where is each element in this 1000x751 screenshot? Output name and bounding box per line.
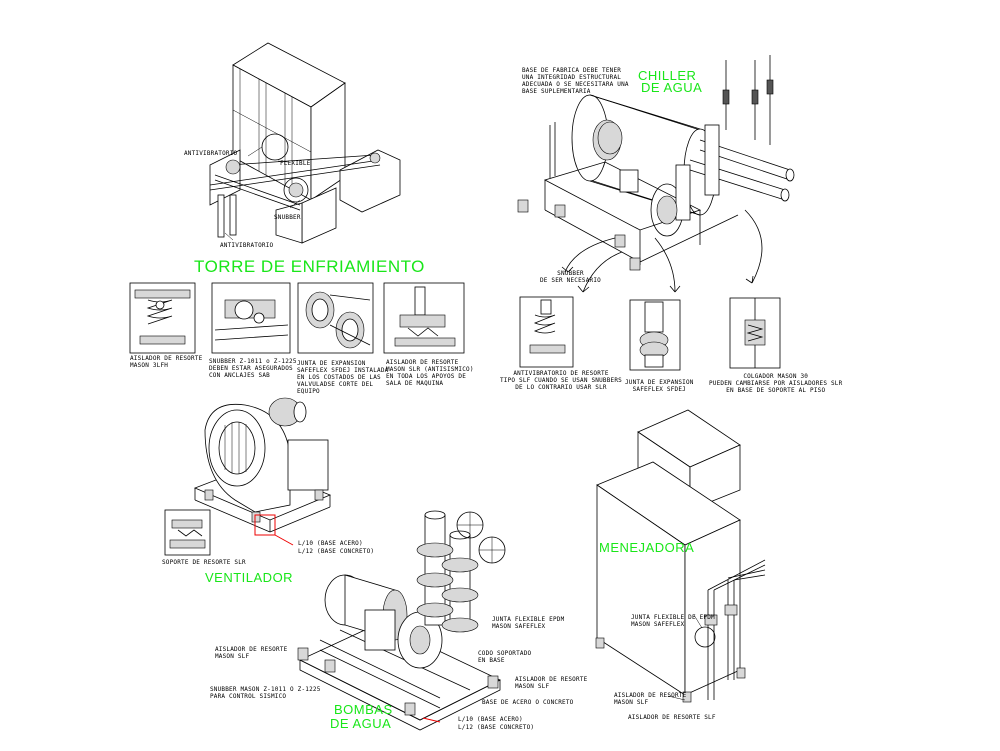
- pump-base-concreto-label: L/12 (BASE CONCRETO): [458, 724, 535, 731]
- ahu-aislador-slf-label: AISLADOR DE RESORTE SLF: [628, 714, 716, 721]
- caption-chiller-detail-1: ANTIVIBRATORIO DE RESORTE TIPO SLF CUAND…: [500, 370, 622, 391]
- label-snubber: SNUBBER: [274, 214, 301, 221]
- title-manejadora: MENEJADORA: [599, 540, 695, 555]
- pump-drawing: [297, 510, 506, 731]
- air-handler-drawing: [595, 409, 766, 703]
- chiller-snubber-note: SNUBBER DE SER NECESARIO: [540, 270, 601, 284]
- label-antivibratorio-top: ANTIVIBRATORIO: [184, 150, 238, 157]
- ahu-junta-label: JUNTA FLEXIBLE DE EPDM MASON SAFEFLEX: [631, 614, 715, 628]
- caption-tower-detail-4: AISLADOR DE RESORTE MASON SLR (ANTISISMI…: [386, 359, 474, 387]
- caption-tower-detail-3: JUNTA DE EXPANSION SAFEFLEX SFDEJ INSTAL…: [297, 360, 389, 395]
- chiller-base-note: BASE DE FABRICA DEBE TENER UNA INTEGRIDA…: [522, 67, 629, 95]
- fan-base-acero-label: L/10 (BASE ACERO): [298, 540, 363, 547]
- title-chiller-line2: DE AGUA: [641, 80, 703, 95]
- tower-detail-boxes: [129, 282, 465, 354]
- title-bombas-line2: DE AGUA: [330, 716, 392, 731]
- fan-drawing: [164, 397, 332, 556]
- pump-junta-label: JUNTA FLEXIBLE EPDM MASON SAFEFLEX: [492, 616, 565, 630]
- title-torre: TORRE DE ENFRIAMIENTO: [194, 257, 425, 276]
- label-flexible: FLEXIBLE: [280, 160, 311, 167]
- title-bombas-line1: BOMBAS: [334, 702, 393, 717]
- pump-snubber-label: SNUBBER MASON Z-1011 O Z-1225 PARA CONTR…: [210, 686, 321, 700]
- cooling-tower-drawing: [209, 42, 401, 244]
- caption-tower-detail-1: AISLADOR DE RESORTE MASON 3LFH: [130, 355, 203, 369]
- caption-chiller-detail-2: JUNTA DE EXPANSION SAFEFLEX SFDEJ: [625, 379, 694, 393]
- pump-base-label: BASE DE ACERO O CONCRETO: [482, 699, 574, 706]
- pump-base-acero-label: L/10 (BASE ACERO): [458, 716, 523, 723]
- chiller-detail-boxes: [519, 296, 781, 371]
- chiller-drawing: [517, 55, 795, 293]
- title-chiller-line1: CHILLER: [638, 68, 697, 83]
- label-antivibratorio-bottom: ANTIVIBRATORIO: [220, 242, 274, 249]
- ahu-aislador-mason-label: AISLADOR DE RESORTE MASON SLF: [614, 692, 687, 706]
- pump-aislador-left-label: AISLADOR DE RESORTE MASON SLF: [215, 646, 288, 660]
- caption-tower-detail-2: SNUBBER Z-1011 o Z-1225 DEBEN ESTAR ASEG…: [209, 358, 297, 379]
- fan-soporte-label: SOPORTE DE RESORTE SLR: [162, 559, 246, 566]
- title-ventilador: VENTILADOR: [205, 570, 294, 585]
- fan-base-concreto-label: L/12 (BASE CONCRETO): [298, 548, 375, 555]
- pump-codo-label: CODO SOPORTADO EN BASE: [478, 650, 532, 664]
- pump-aislador-right-label: AISLADOR DE RESORTE MASON SLF: [515, 676, 588, 690]
- caption-chiller-detail-3: COLGADOR MASON 30 PUEDEN CAMBIARSE POR A…: [709, 373, 843, 394]
